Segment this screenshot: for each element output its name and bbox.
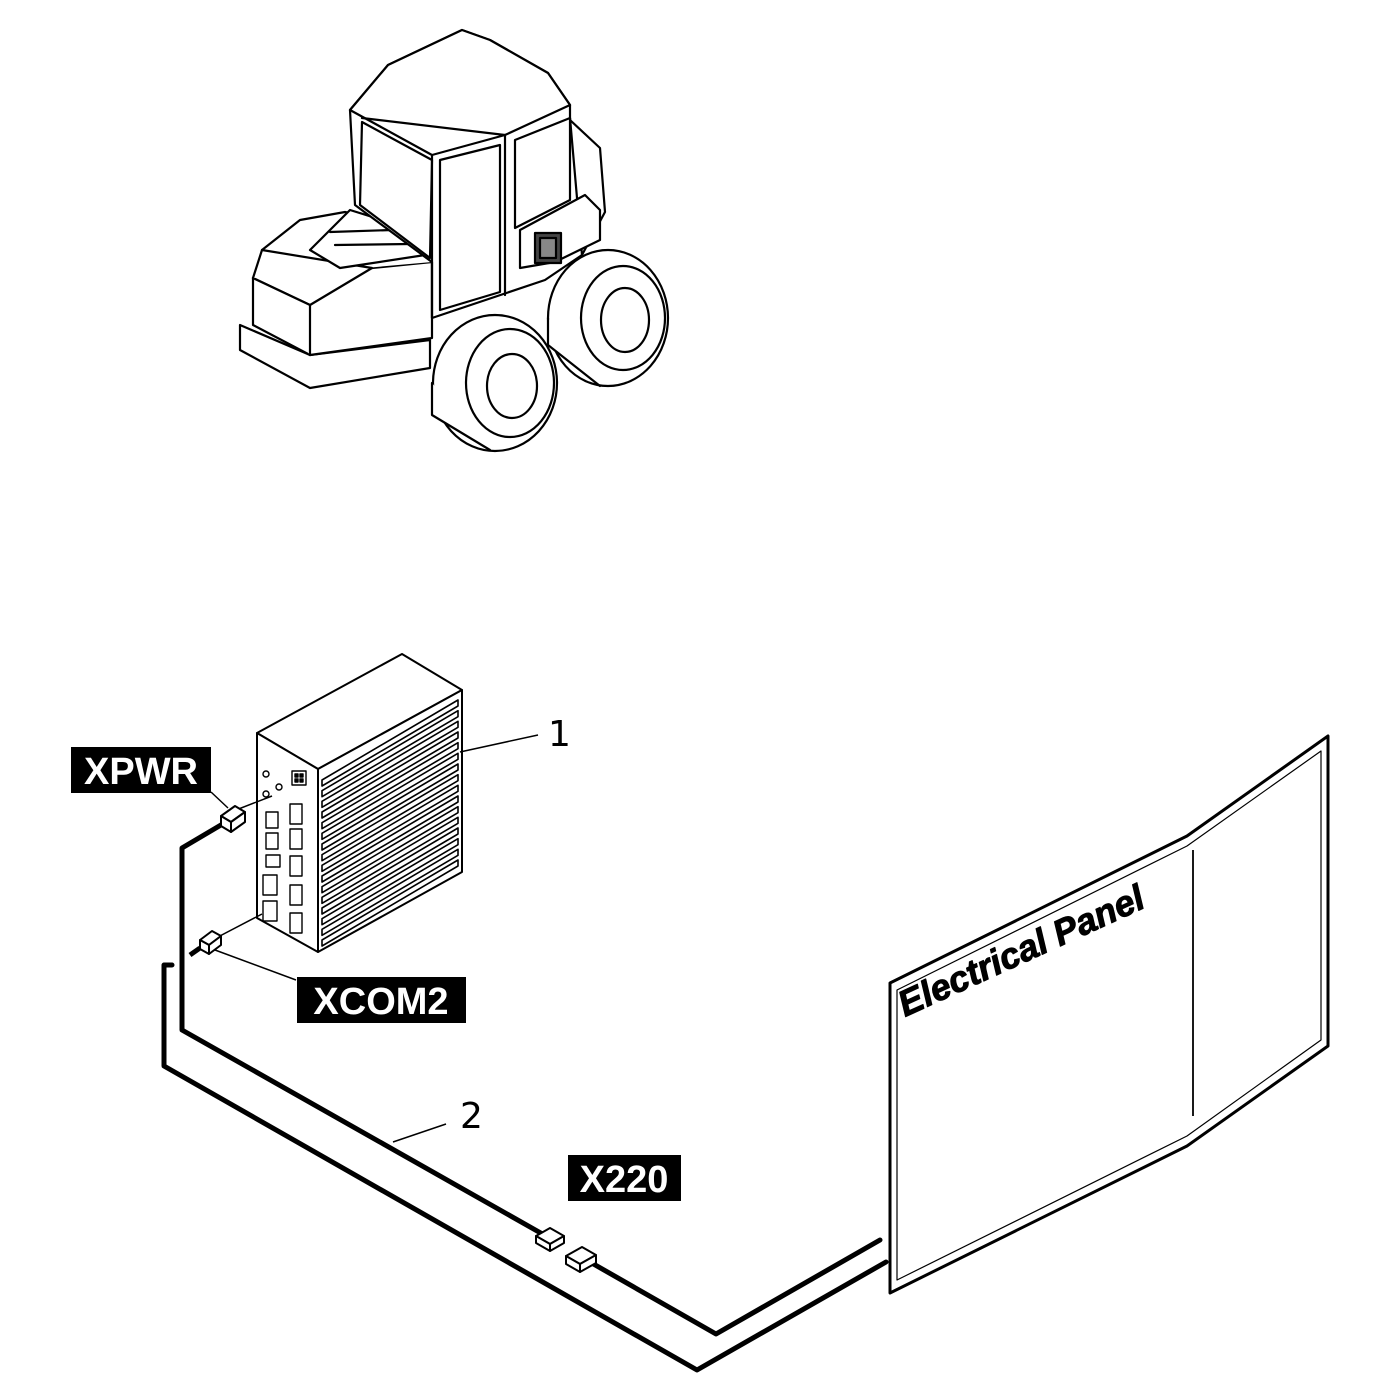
cable-xpwr xyxy=(179,819,549,1239)
tag-x220-text: X220 xyxy=(580,1159,669,1201)
control-unit-box xyxy=(215,653,463,953)
cooling-fin xyxy=(321,795,459,883)
cable-x220 xyxy=(587,1237,883,1337)
cooling-fin xyxy=(321,859,459,947)
cooling-fin xyxy=(321,709,459,798)
cooling-fin xyxy=(321,827,459,915)
cooling-fin xyxy=(321,773,459,862)
callout-1: 1 xyxy=(548,714,571,755)
harness-cables xyxy=(161,819,889,1373)
tag-x220: X220 xyxy=(568,1155,681,1201)
callout-2-leader xyxy=(392,1123,447,1143)
callout-1-leader xyxy=(459,734,539,753)
cooling-fin xyxy=(321,720,459,809)
machine-cab-illustration xyxy=(238,28,670,453)
electrical-panel: Electrical Panel xyxy=(888,734,1330,1295)
tag-xpwr-text: XPWR xyxy=(84,751,198,793)
cooling-fin xyxy=(321,741,459,830)
xpwr-connector xyxy=(220,805,246,833)
cooling-fin xyxy=(321,784,459,873)
x220-connector-b xyxy=(565,1246,597,1273)
cooling-fin xyxy=(321,752,459,841)
connector-plug-icon xyxy=(199,805,597,1273)
x220-connector-a xyxy=(535,1227,565,1252)
cable-xcom2 xyxy=(161,962,889,1373)
callouts: 1 2 xyxy=(210,714,571,1143)
cooling-fin xyxy=(321,816,459,905)
cooling-fin xyxy=(321,731,459,819)
xcom2-connector xyxy=(199,930,222,955)
cooling-fin xyxy=(321,763,459,851)
tag-xcom2: XCOM2 xyxy=(297,977,466,1023)
tag-xcom2-text: XCOM2 xyxy=(313,981,448,1023)
cooling-fin xyxy=(321,837,459,926)
cooling-fin xyxy=(321,848,459,937)
tag-xpwr: XPWR xyxy=(71,747,211,793)
callout-2: 2 xyxy=(460,1096,483,1137)
cooling-fin xyxy=(321,699,459,787)
cooling-fin xyxy=(321,805,459,894)
